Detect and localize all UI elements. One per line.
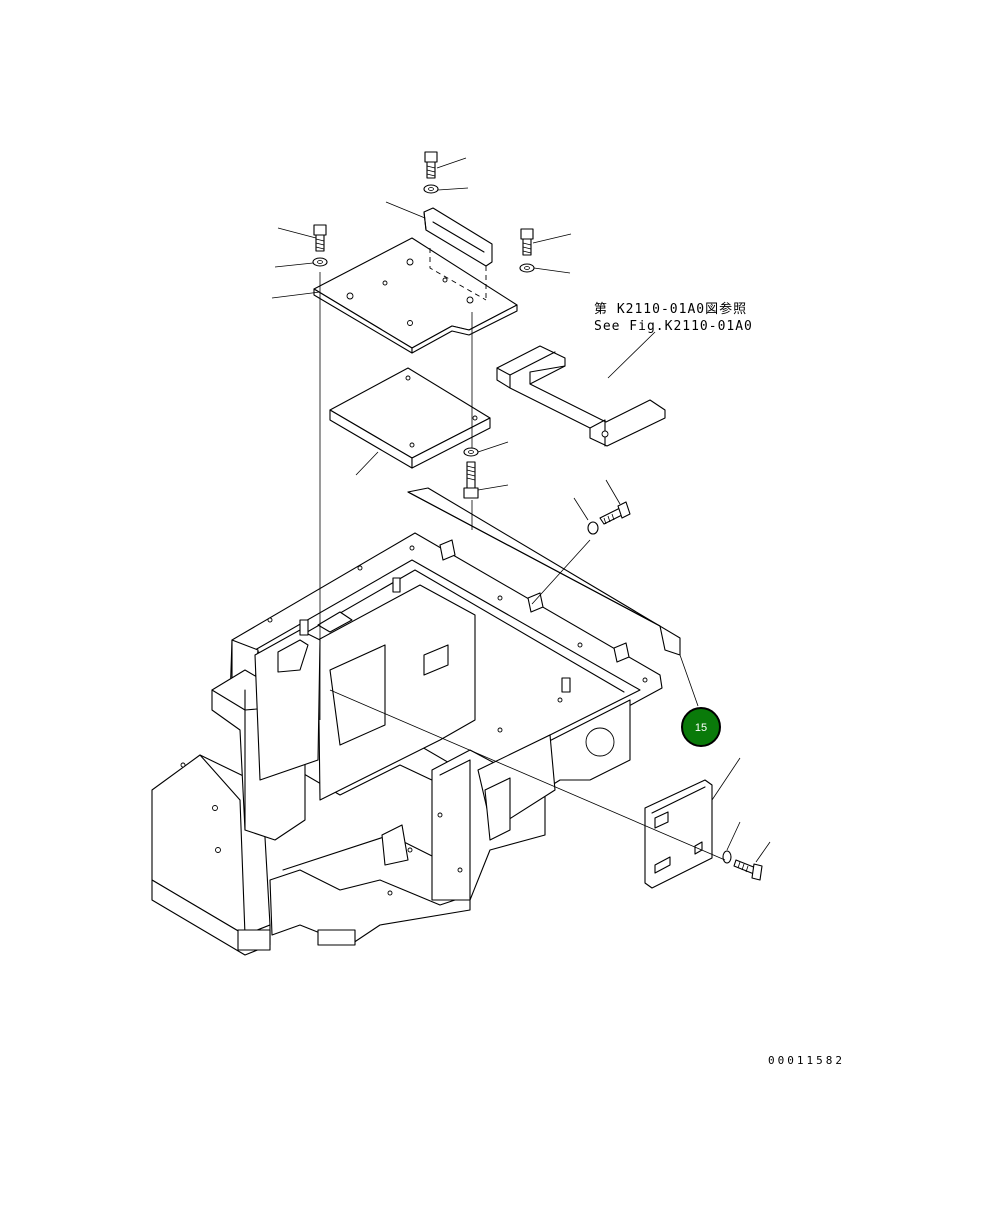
reference-note-japanese: 第 K2110-01A0図参照 bbox=[594, 301, 747, 317]
cushion-pad bbox=[329, 367, 491, 469]
leader-lines bbox=[271, 157, 771, 863]
top-mounting-plate bbox=[313, 237, 518, 354]
main-frame bbox=[151, 532, 663, 956]
callout-15-label: 15 bbox=[695, 722, 707, 734]
cover-bolt bbox=[733, 859, 763, 881]
cover-washer bbox=[722, 850, 732, 864]
bolt-right bbox=[520, 228, 534, 256]
drawing-number: 00011582 bbox=[768, 1054, 845, 1067]
bolt-lower bbox=[463, 461, 479, 499]
upper-strap-bracket bbox=[423, 207, 493, 267]
callout-15[interactable]: 15 bbox=[681, 707, 721, 747]
bolt-top-center bbox=[424, 151, 438, 179]
reference-bracket bbox=[496, 345, 666, 447]
side-bolt bbox=[599, 501, 631, 525]
side-washer bbox=[587, 521, 599, 535]
washer-lower bbox=[463, 447, 479, 457]
washer-left bbox=[312, 257, 328, 267]
washer-top-center bbox=[423, 184, 439, 194]
cover-plate bbox=[644, 779, 713, 889]
washer-right bbox=[519, 263, 535, 273]
bolt-left bbox=[313, 224, 327, 252]
reference-note-english: See Fig.K2110-01A0 bbox=[594, 319, 753, 334]
